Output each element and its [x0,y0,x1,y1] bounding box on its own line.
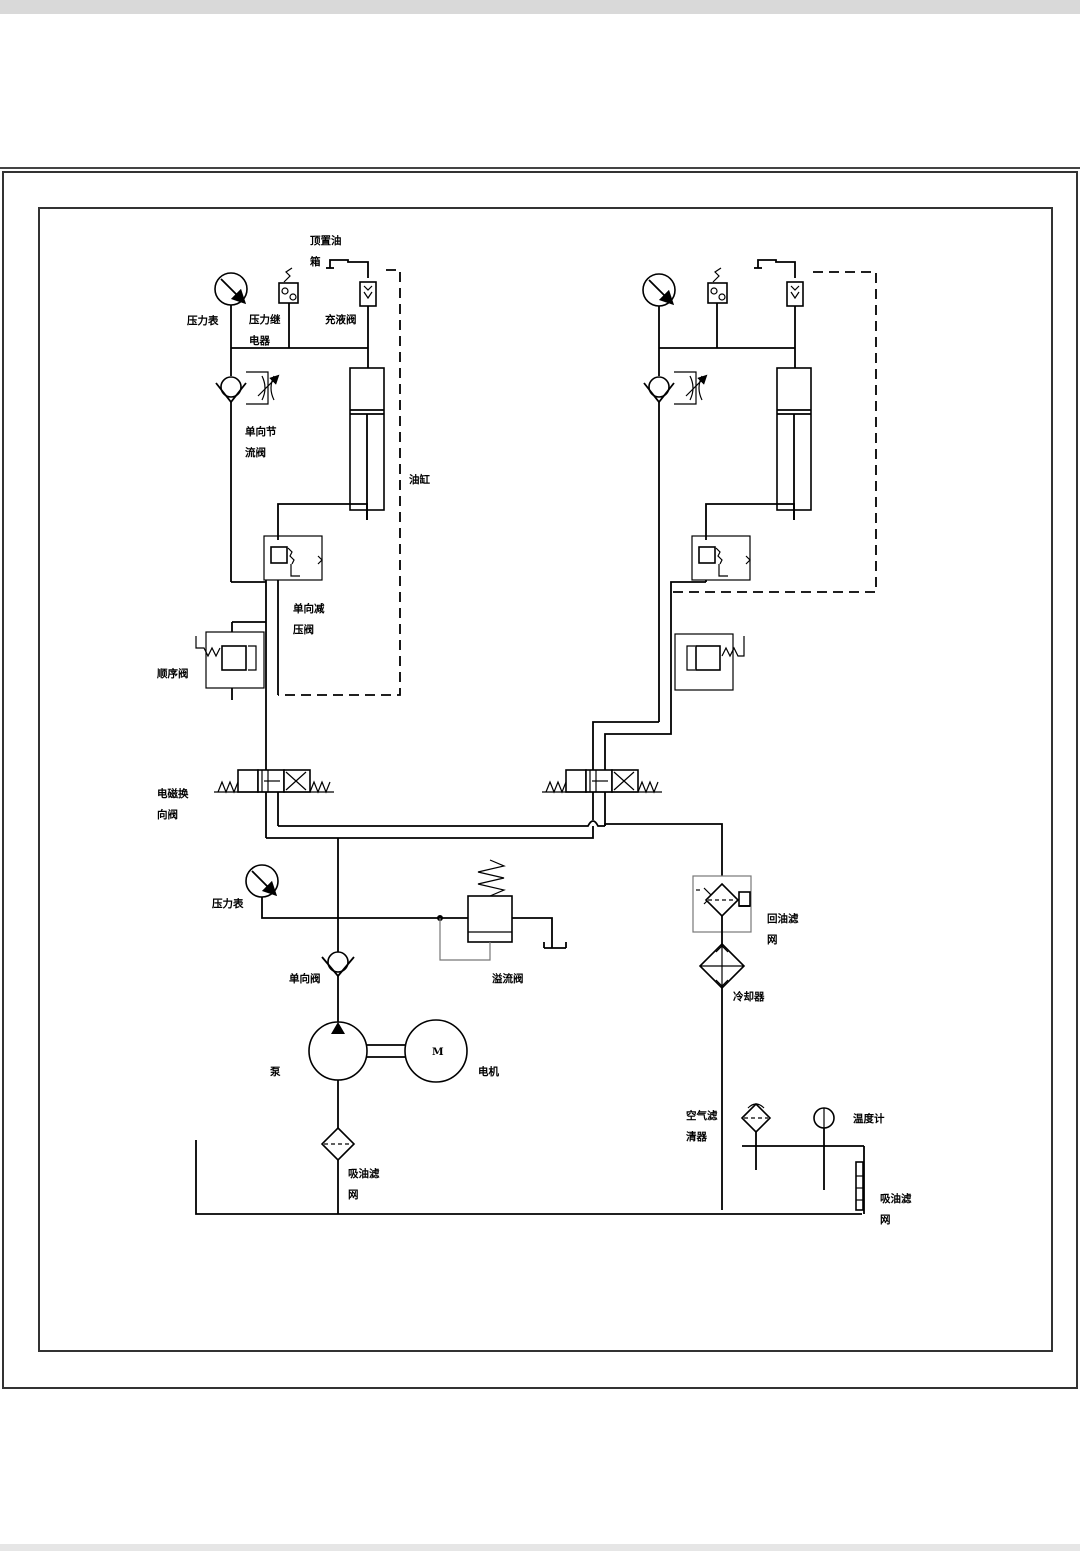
label-pressure-gauge-2: 压力表 [212,897,244,910]
label-air-filter-2: 清器 [686,1130,707,1143]
pressure-gauge-icon [642,273,676,348]
pump-icon [308,1021,368,1130]
label-cooler: 冷却器 [733,990,765,1003]
cylinder-icon [349,367,385,520]
label-reducing-check-2: 压阀 [293,623,314,636]
label-prefill-valve: 充液阀 [325,313,357,326]
label-top-tank-2: 箱 [310,255,321,268]
label-return-filter-2: 网 [767,934,778,946]
label-level-gauge-2: 网 [880,1214,891,1226]
label-motor: 电机 [478,1065,499,1078]
pressure-relay-icon [707,267,728,348]
left-circuit [195,259,401,838]
label-suction-filter-2: 网 [348,1189,359,1201]
prefill-valve-icon [754,259,804,368]
labels: 压力表 压力继 电器 顶置油 箱 充液阀 单向节 流阀 油缸 单向减 压阀 顺序… [157,234,912,1226]
reducing-check-valve-icon [263,535,323,770]
motor-letter: M [432,1046,444,1058]
label-reducing-check-1: 单向减 [293,602,325,615]
reducing-check-valve-icon [691,535,751,582]
label-pressure-relay-1: 压力继 [249,313,281,326]
label-pressure-gauge: 压力表 [187,314,219,327]
label-pressure-relay-2: 电器 [249,334,270,347]
label-pump: 泵 [270,1066,281,1078]
pump-pressure-gauge-icon [245,864,338,919]
supply-lines [266,820,723,952]
page-frames [0,167,1080,1389]
label-suction-filter-1: 吸油滤 [348,1167,380,1180]
label-sequence-valve: 顺序阀 [157,667,189,680]
top-band [0,0,1080,14]
motor-icon: M [404,1019,468,1083]
label-solenoid-valve-2: 向阀 [157,808,178,821]
label-cylinder: 油缸 [409,473,430,486]
suction-filter-icon [320,1126,356,1214]
solenoid-valve-icon [214,769,334,838]
label-level-gauge-1: 吸油滤 [880,1192,912,1205]
cylinder-icon [776,367,812,520]
return-filter-icon [692,875,752,944]
label-solenoid-valve-1: 电磁换 [157,787,189,800]
thermometer-icon [813,1107,835,1190]
tank-outline [195,1140,862,1215]
pressure-relay-icon [278,267,299,348]
label-check-valve: 单向阀 [289,972,321,985]
throttle-check-valve-icon [215,348,280,582]
sequence-valve-icon [195,621,266,700]
pressure-gauge-icon [214,272,248,348]
shaft-coupling-icon [367,1044,406,1058]
cooler-icon [698,942,746,1210]
throttle-check-valve-icon [643,348,708,722]
label-air-filter-1: 空气滤 [686,1109,718,1122]
label-throttle-check-1: 单向节 [245,425,277,438]
bottom-band [0,1544,1080,1551]
air-filter-icon [740,1102,772,1170]
document-page [0,14,1080,1544]
label-thermometer: 温度计 [853,1112,885,1125]
right-circuit [542,259,877,826]
level-gauge-icon [855,1146,865,1214]
label-relief-valve: 溢流阀 [492,972,524,985]
label-top-tank-1: 顶置油 [310,234,342,247]
relief-valve-icon [338,859,567,961]
label-throttle-check-2: 流阀 [245,446,266,459]
label-return-filter-1: 回油滤 [767,912,799,925]
check-valve-icon [321,951,355,1022]
prefill-valve-icon [326,259,377,368]
sequence-valve-icon [674,633,745,691]
solenoid-valve-icon [542,769,662,826]
